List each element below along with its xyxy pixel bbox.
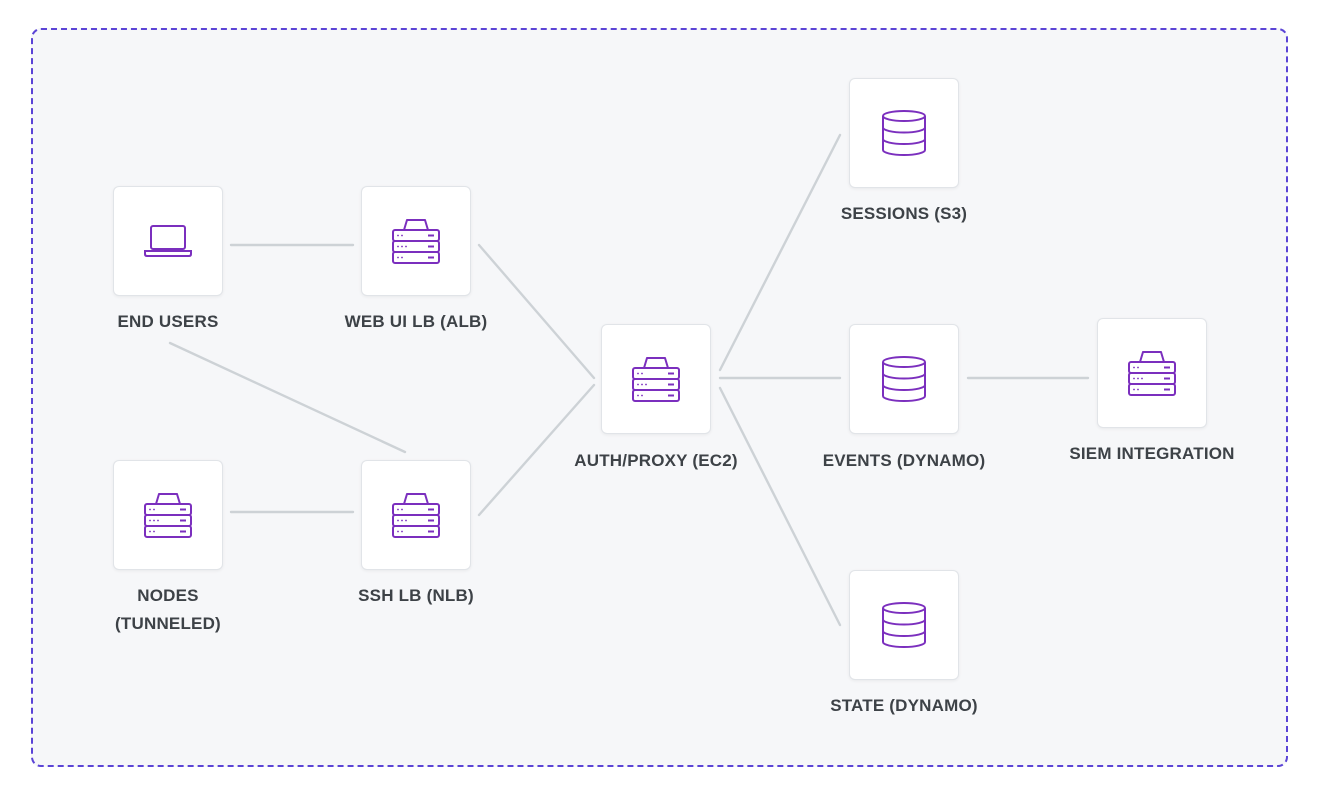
edge-auth-proxy-state: [718, 386, 842, 627]
edge-auth-proxy-sessions: [718, 133, 842, 372]
node-nodes-tunneled[interactable]: [113, 460, 223, 570]
node-auth-proxy[interactable]: [601, 324, 711, 434]
server-icon: [392, 493, 440, 538]
server-icon: [392, 219, 440, 264]
server-icon: [1128, 351, 1176, 396]
node-web-ui-lb[interactable]: [361, 186, 471, 296]
node-state[interactable]: [849, 570, 959, 680]
node-label-events: EVENTS (DYNAMO): [822, 451, 986, 470]
database-icon: [882, 356, 926, 402]
node-label-sessions: SESSIONS (S3): [840, 204, 968, 223]
node-end-users[interactable]: [113, 186, 223, 296]
edge-web-ui-lb-auth-proxy: [477, 243, 596, 380]
database-icon: [882, 602, 926, 648]
edge-ssh-lb-auth-proxy: [477, 383, 596, 517]
laptop-icon: [144, 225, 192, 257]
server-icon: [144, 493, 192, 538]
node-siem-integration[interactable]: [1097, 318, 1207, 428]
node-label-line: (TUNNELED): [115, 614, 221, 633]
node-label-siem-integration: SIEM INTEGRATION: [1069, 444, 1235, 463]
database-icon: [882, 110, 926, 156]
node-label-end-users: END USERS: [117, 312, 219, 331]
node-label-web-ui-lb: WEB UI LB (ALB): [344, 312, 488, 331]
node-label-nodes-tunneled: NODES (TUNNELED): [48, 582, 288, 638]
node-label-auth-proxy: AUTH/PROXY (EC2): [574, 451, 738, 470]
node-label-ssh-lb: SSH LB (NLB): [358, 586, 474, 605]
node-events[interactable]: [849, 324, 959, 434]
server-icon: [632, 357, 680, 402]
node-label-line: NODES: [137, 586, 199, 605]
node-sessions[interactable]: [849, 78, 959, 188]
node-label-state: STATE (DYNAMO): [830, 696, 978, 715]
edge-end-users-ssh-lb: [168, 341, 407, 454]
node-ssh-lb[interactable]: [361, 460, 471, 570]
